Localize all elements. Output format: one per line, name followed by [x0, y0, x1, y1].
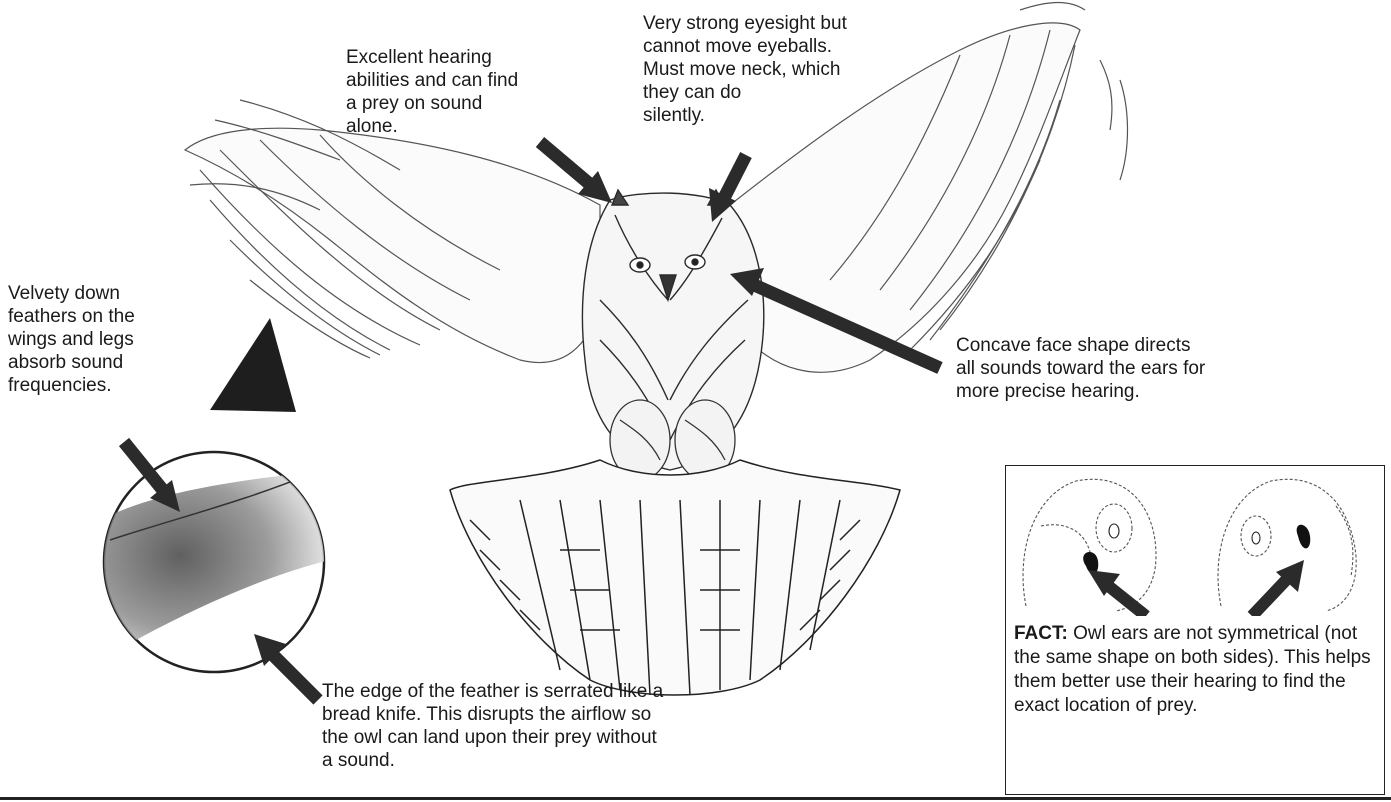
owl-ears-illustration: [1006, 466, 1384, 616]
annotation-face-shape: Concave face shape directs all sounds to…: [956, 334, 1256, 403]
bottom-rule: [0, 797, 1391, 800]
annotation-down-feathers: Velvety down feathers on the wings and l…: [8, 282, 188, 397]
fact-body: Owl ears are not symmetrical (not the sa…: [1014, 623, 1371, 716]
left-wing: [185, 100, 600, 363]
arrow-left-ear: [1088, 570, 1146, 616]
right-ear-opening: [1297, 525, 1311, 549]
owl-tail: [450, 460, 900, 695]
owl-head-right: [1218, 479, 1356, 611]
owl-head-left: [1023, 479, 1156, 611]
feather-closeup: [100, 452, 330, 672]
arrow-right-ear: [1252, 560, 1304, 616]
fact-box: FACT: Owl ears are not symmetrical (not …: [1005, 465, 1385, 795]
annotation-eyesight: Very strong eyesight but cannot move eye…: [643, 12, 903, 127]
fact-heading: FACT:: [1014, 623, 1068, 644]
annotation-serrated-edge: The edge of the feather is serrated like…: [322, 680, 742, 772]
magnifier-connector: [210, 318, 296, 412]
annotation-hearing: Excellent hearing abilities and can find…: [346, 46, 566, 138]
owl-body: [582, 190, 763, 470]
fact-text: FACT: Owl ears are not symmetrical (not …: [1014, 622, 1376, 718]
